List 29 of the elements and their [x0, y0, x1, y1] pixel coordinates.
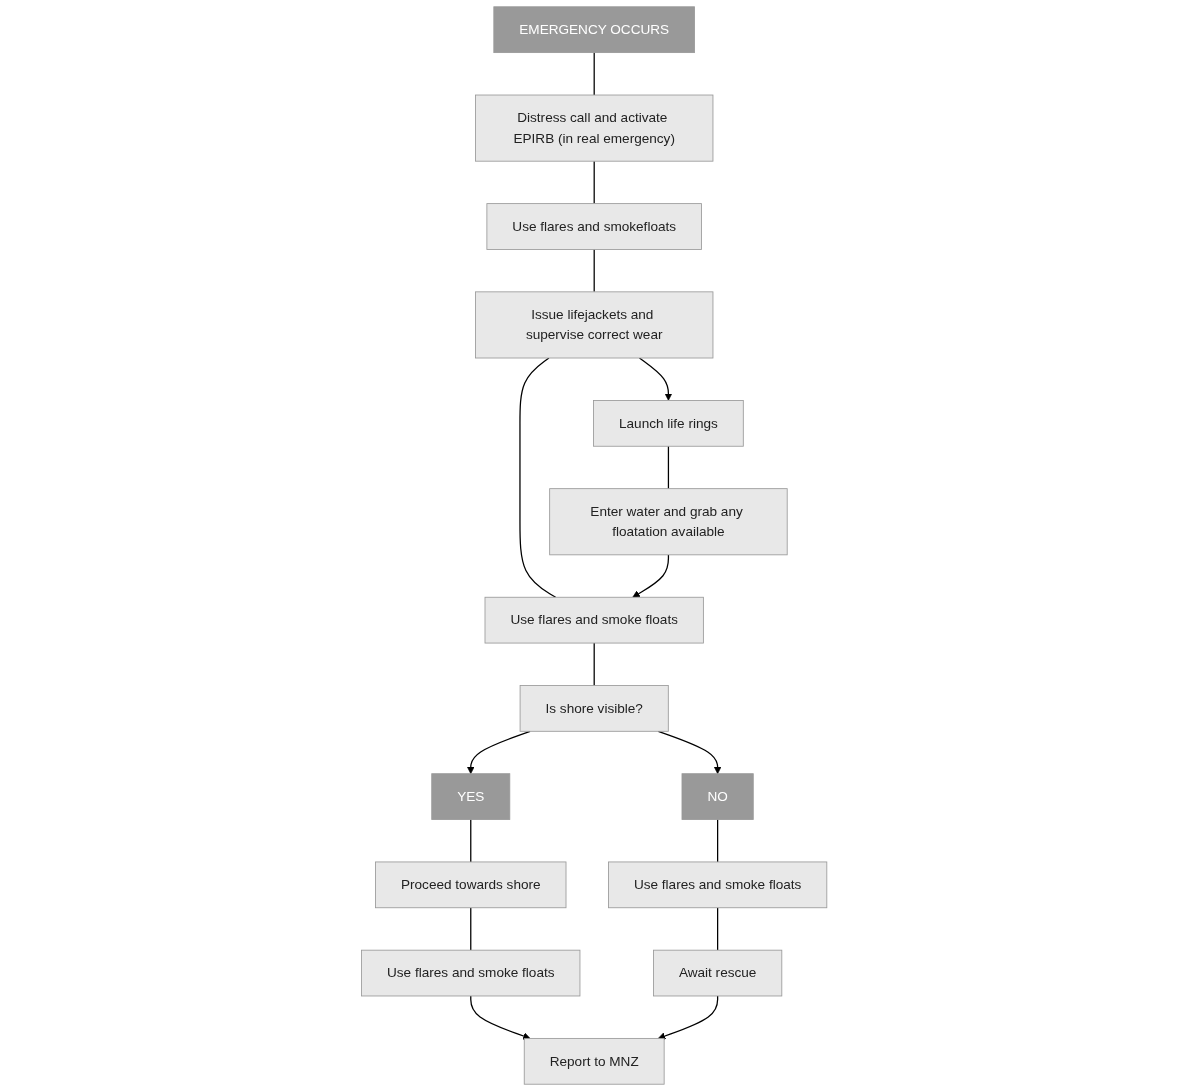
arrow — [470, 995, 531, 1040]
node-box: Issue lifejackets and supervise correct wear — [475, 291, 714, 359]
node-box: Is shore visible? — [519, 685, 670, 732]
node-box: Use flares and smoke floats — [608, 861, 828, 909]
node-box: Launch life rings — [593, 400, 745, 447]
node-box: Report to MNZ — [524, 1037, 665, 1085]
node-box: YES — [431, 773, 511, 820]
node-box: Use flares and smoke floats — [484, 596, 705, 644]
connector — [593, 51, 596, 96]
arrow — [658, 995, 719, 1040]
connector — [519, 357, 557, 598]
node-box: Distress call and activate EPIRB (in real emergency) — [475, 94, 714, 162]
arrow — [639, 357, 673, 401]
connector — [717, 818, 719, 863]
connector — [593, 642, 596, 687]
node-box: Use flares and smokefloats — [486, 203, 703, 250]
node-box: Enter water and grab any floatation available — [549, 488, 788, 556]
connector — [470, 907, 472, 951]
node-box: NO — [681, 773, 754, 820]
node-box: Proceed towards shore — [375, 861, 567, 909]
node-box: Await rescue — [653, 949, 783, 997]
connector — [717, 907, 719, 951]
node-box: EMERGENCY OCCURS — [493, 6, 696, 54]
connector — [593, 160, 596, 205]
arrow — [632, 554, 670, 598]
connector — [470, 818, 472, 863]
connector — [668, 445, 670, 490]
node-box: Use flares and smoke floats — [361, 949, 581, 997]
connector — [593, 248, 596, 293]
